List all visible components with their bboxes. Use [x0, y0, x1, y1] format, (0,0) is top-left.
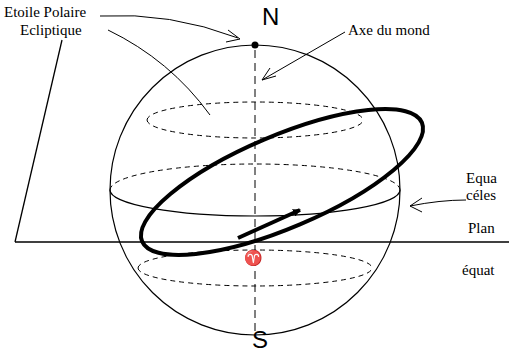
pole-letter: N — [262, 4, 279, 30]
equator-label: Equa céles — [466, 170, 506, 203]
star-label: Etoile Polaire — [4, 4, 86, 21]
pole-letter: S — [252, 327, 268, 353]
plane-label: équat — [462, 262, 494, 279]
axis-label: Axe du mond — [348, 22, 430, 39]
ecliptic-label: Ecliptique — [20, 22, 82, 39]
aries-symbol: ♈ — [244, 250, 263, 267]
plane-label: Plan — [468, 220, 495, 237]
